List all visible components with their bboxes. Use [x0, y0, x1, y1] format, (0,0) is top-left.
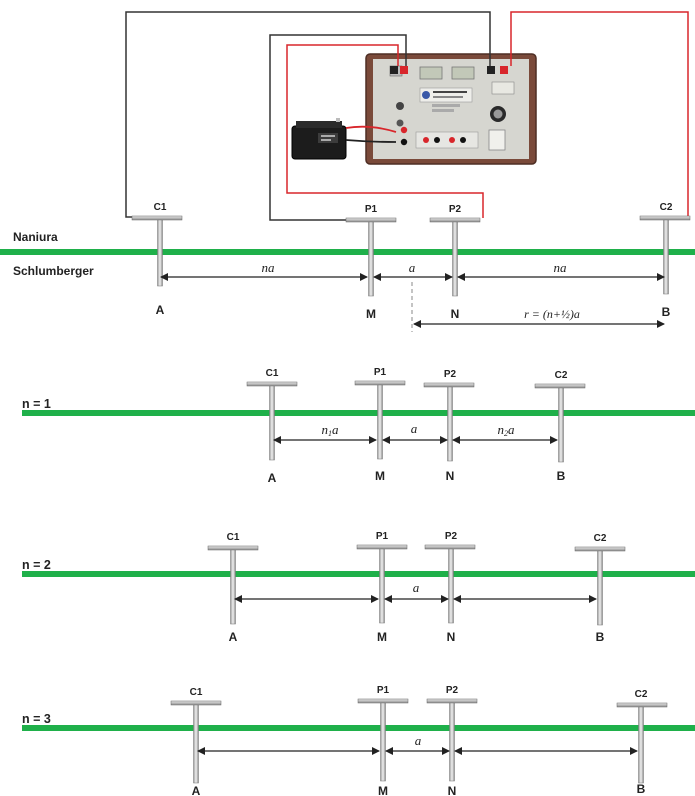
dist-n2a: n2a [498, 422, 516, 438]
dist-a-n3: a [415, 733, 422, 748]
row-label-n2: n = 2 [22, 558, 51, 572]
dist-a-n1: a [411, 421, 418, 436]
electrode-c1-n3: C1 [171, 687, 221, 783]
point-m-n3: M [378, 784, 388, 796]
point-m-n2: M [377, 630, 387, 644]
point-n-top: N [451, 307, 460, 321]
label-p2: P2 [446, 685, 459, 696]
point-n-n2: N [447, 630, 456, 644]
dist-na-right: na [554, 260, 568, 275]
dist-na-left: na [262, 260, 276, 275]
electrode-c1-top: C1 [132, 202, 182, 286]
label-c1: C1 [154, 202, 167, 213]
label-p2: P2 [445, 531, 458, 542]
label-c2: C2 [594, 533, 607, 544]
label-p2: P2 [444, 369, 457, 380]
electrode-c1-n2: C1 [208, 532, 258, 624]
electrode-c2-top: C2 [640, 202, 690, 294]
point-b-n1: B [557, 469, 566, 483]
dist-n1a: n1a [322, 422, 340, 438]
label-p2: P2 [449, 204, 462, 215]
label-c1: C1 [190, 687, 203, 698]
point-n-n1: N [446, 469, 455, 483]
label-p1: P1 [377, 685, 390, 696]
wenner-label: Naniura [13, 230, 58, 244]
point-b-n3: B [637, 782, 646, 796]
point-b-n2: B [596, 630, 605, 644]
label-c2: C2 [635, 689, 648, 700]
point-m-top: M [366, 307, 376, 321]
label-p1: P1 [376, 531, 389, 542]
label-p1: P1 [365, 204, 378, 215]
label-c1: C1 [266, 368, 279, 379]
point-a-n2: A [229, 630, 238, 644]
electrode-p1-n3: P1 [358, 685, 408, 781]
schlumberger-label: Schlumberger [13, 264, 94, 278]
electrode-c2-n3: C2 [617, 689, 667, 783]
point-b-top: B [662, 305, 671, 319]
point-a-n3: A [192, 784, 201, 796]
label-p1: P1 [374, 367, 387, 378]
resistivity-meter [366, 54, 536, 164]
dist-a-top: a [409, 260, 416, 275]
label-c2: C2 [660, 202, 673, 213]
electrode-c2-n2: C2 [575, 533, 625, 625]
dist-r-formula: r = (n+½)a [524, 307, 580, 321]
electrode-p2-n3: P2 [427, 685, 477, 781]
point-m-n1: M [375, 469, 385, 483]
point-n-n3: N [448, 784, 457, 796]
point-a-top: A [156, 303, 165, 317]
point-a-n1: A [268, 471, 277, 485]
label-c1: C1 [227, 532, 240, 543]
label-c2: C2 [555, 370, 568, 381]
row-label-n1: n = 1 [22, 397, 51, 411]
battery [292, 118, 346, 159]
dist-a-n2: a [413, 580, 420, 595]
row-label-n3: n = 3 [22, 712, 51, 726]
